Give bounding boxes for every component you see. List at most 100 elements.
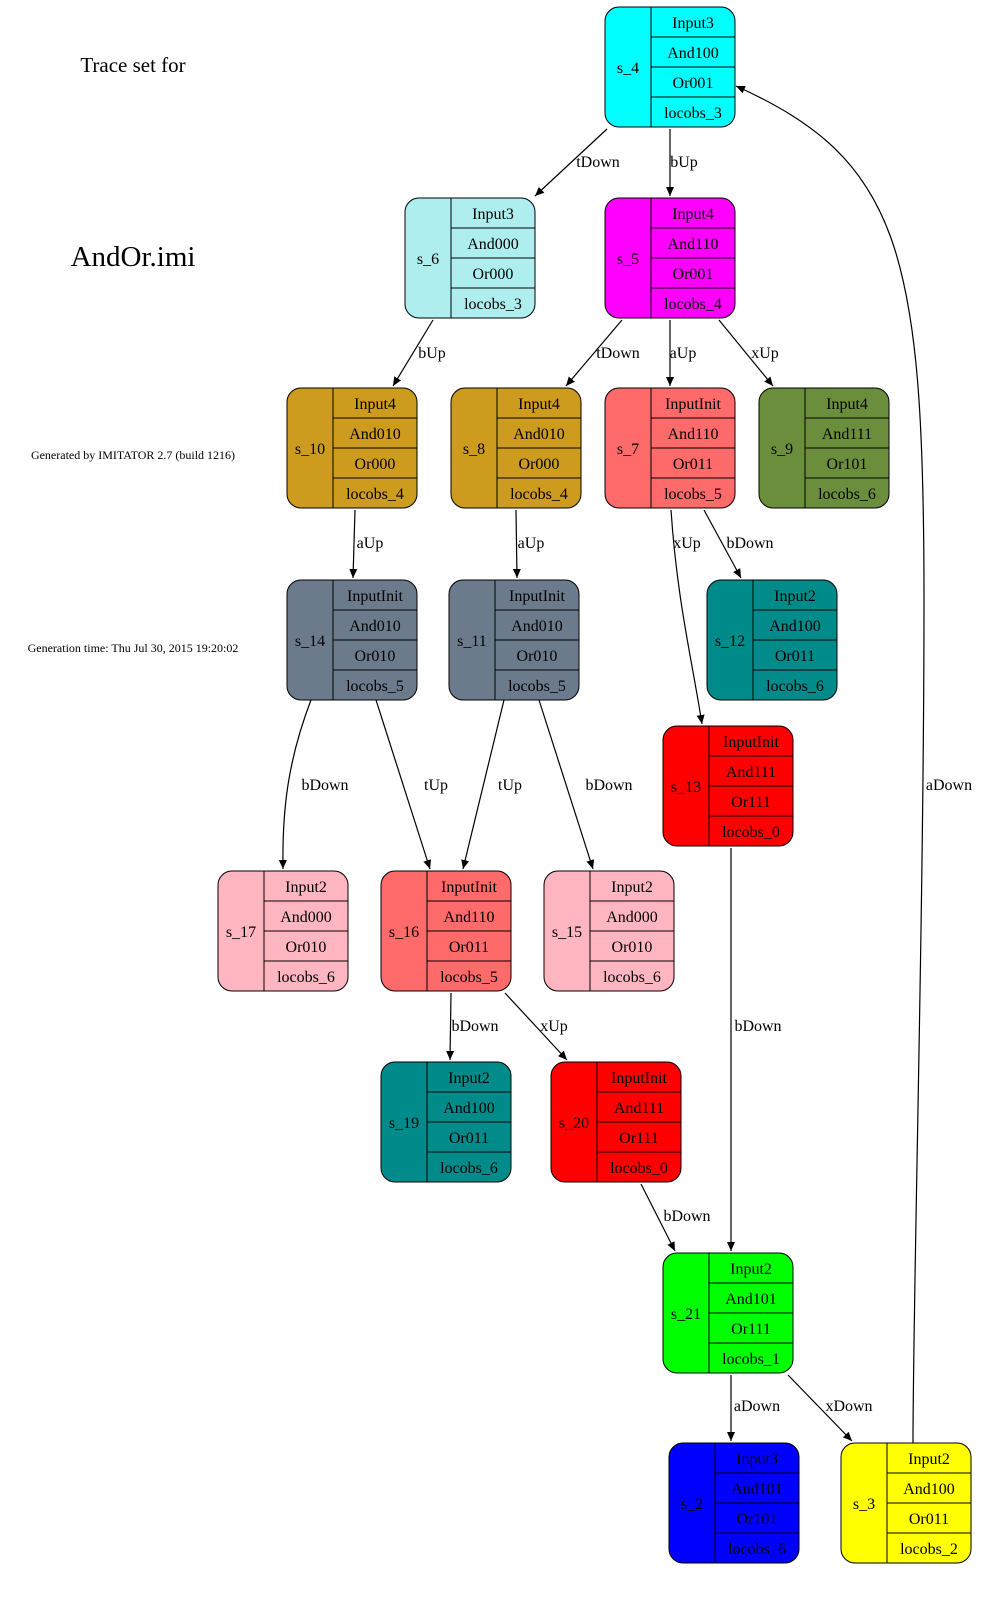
state-field: locobs_5 — [664, 486, 722, 503]
state-field: Input3 — [736, 1451, 778, 1468]
state-name: s_12 — [715, 633, 745, 650]
state-field: Or011 — [673, 456, 713, 473]
state-field: Input4 — [354, 396, 396, 413]
edge-label: aUp — [670, 345, 697, 362]
edge-label: aDown — [734, 1398, 780, 1415]
state-field: And110 — [668, 426, 719, 443]
edge-label: bUp — [670, 154, 698, 171]
edge-s11-to-s16: tUp — [461, 699, 522, 870]
edge-s14-to-s17: bDown — [278, 699, 349, 870]
state-field: And000 — [280, 909, 332, 926]
edge-arrow — [534, 128, 608, 197]
state-field: And101 — [725, 1291, 777, 1308]
generation-time-label: Generation time: Thu Jul 30, 2015 19:20:… — [28, 641, 239, 655]
state-name: s_5 — [617, 251, 639, 268]
edge-label: aUp — [357, 535, 384, 552]
state-field: locobs_4 — [510, 486, 568, 503]
state-name: s_15 — [552, 924, 582, 941]
state-field: InputInit — [347, 588, 404, 605]
state-field: And000 — [606, 909, 658, 926]
state-field: And110 — [444, 909, 495, 926]
edge-label: xUp — [751, 345, 779, 362]
edge-label: aUp — [518, 535, 545, 552]
edge-arrow — [375, 699, 432, 870]
state-name: s_6 — [417, 251, 439, 268]
edge-arrow — [446, 992, 455, 1061]
state-field: locobs_4 — [346, 486, 404, 503]
state-field: Or000 — [355, 456, 396, 473]
state-name: s_4 — [617, 60, 639, 77]
edges-layer: tDown bUp bUp tDown aUp xUp aUp aUp xUp bDown bDow… — [278, 85, 972, 1444]
state-field: Or101 — [827, 456, 868, 473]
state-field: Input2 — [774, 588, 816, 605]
state-field: locobs_1 — [722, 1351, 780, 1368]
edge-s21-to-s3: xDown — [787, 1374, 873, 1442]
state-field: locobs_2 — [900, 1541, 958, 1558]
edge-label: bDown — [301, 777, 348, 794]
state-field: locobs_5 — [508, 678, 566, 695]
state-field: And100 — [443, 1100, 495, 1117]
state-field: Or010 — [286, 939, 327, 956]
state-field: Input3 — [472, 206, 514, 223]
state-field: locobs_3 — [464, 296, 522, 313]
state-field: Or011 — [449, 939, 489, 956]
edge-label: bDown — [663, 1208, 710, 1225]
state-field: And010 — [511, 618, 563, 635]
edge-label: bDown — [726, 535, 773, 552]
state-field: locobs_6 — [277, 969, 335, 986]
state-field: InputInit — [611, 1070, 668, 1087]
state-field: And110 — [668, 236, 719, 253]
state-field: Or001 — [673, 266, 714, 283]
state-name: s_17 — [226, 924, 256, 941]
state-field: Or001 — [673, 75, 714, 92]
edge-s4-to-s6: tDown — [534, 128, 620, 197]
edge-arrow — [718, 319, 774, 387]
edge-label: bDown — [585, 777, 632, 794]
edge-s3-to-s4: aDown — [735, 85, 972, 1444]
edge-label: tDown — [596, 345, 640, 362]
edge-label: xUp — [540, 1018, 568, 1035]
state-field: locobs_5 — [346, 678, 404, 695]
state-field: Input2 — [908, 1451, 950, 1468]
state-field: locobs_6 — [818, 486, 876, 503]
state-field: Input4 — [518, 396, 560, 413]
state-name: s_13 — [671, 779, 701, 796]
edge-arrow — [538, 699, 595, 870]
edge-s10-to-s14: aUp — [349, 509, 384, 579]
state-field: Or011 — [449, 1130, 489, 1147]
state-field: locobs_6 — [766, 678, 824, 695]
edge-arrow — [349, 509, 358, 579]
state-field: locobs_3 — [664, 105, 722, 122]
state-field: And100 — [903, 1481, 955, 1498]
state-field: Or010 — [355, 648, 396, 665]
state-name: s_14 — [295, 633, 325, 650]
edge-s20-to-s21: bDown — [640, 1183, 711, 1252]
state-name: s_2 — [681, 1496, 703, 1513]
state-name: s_11 — [457, 633, 487, 650]
edge-s16-to-s19: bDown — [446, 992, 499, 1061]
state-field: Input2 — [611, 879, 653, 896]
state-field: Input2 — [730, 1261, 772, 1278]
edge-s6-to-s10: bUp — [392, 319, 446, 387]
state-field: Or111 — [731, 1321, 771, 1338]
state-field: Or101 — [737, 1511, 778, 1528]
edge-s16-to-s20: xUp — [504, 992, 568, 1061]
state-field: Or111 — [619, 1130, 659, 1147]
state-field: Or011 — [909, 1511, 949, 1528]
state-field: And100 — [667, 45, 719, 62]
